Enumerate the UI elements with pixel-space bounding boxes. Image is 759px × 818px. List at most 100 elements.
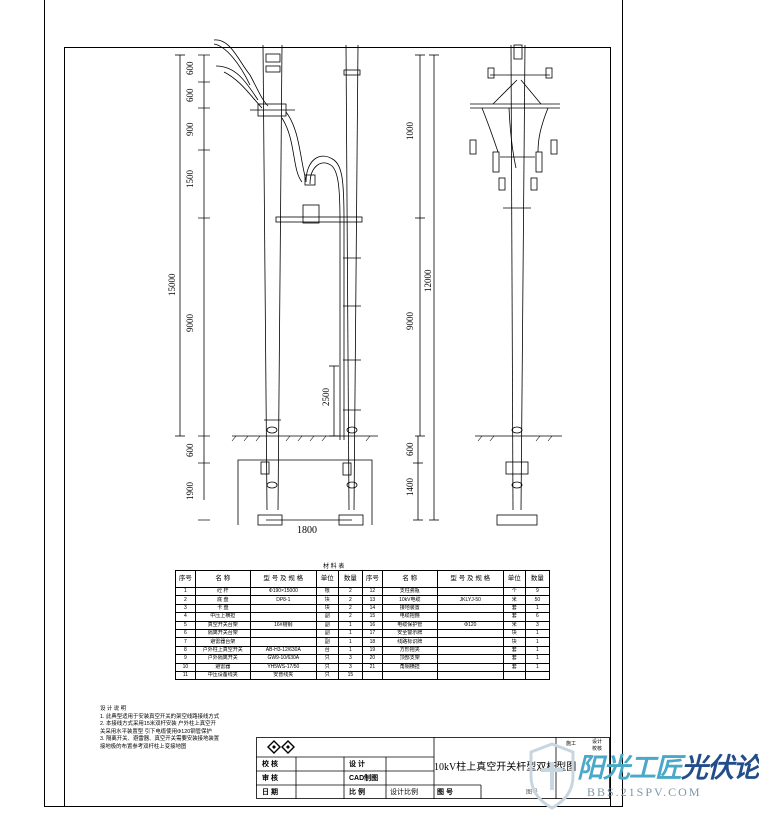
dim-mid-4: 2500 bbox=[321, 388, 331, 407]
materials-cell: YH5WS-17/50 bbox=[249, 662, 317, 672]
materials-cell: 1 bbox=[175, 586, 196, 597]
materials-cell: 9 bbox=[175, 654, 196, 664]
materials-cell: 12 bbox=[361, 586, 383, 597]
dim-left-1: 600 bbox=[185, 61, 195, 75]
materials-cell bbox=[436, 637, 504, 647]
materials-cell: 副 bbox=[315, 620, 339, 630]
dim-mid-2: 12000 bbox=[423, 269, 433, 292]
check-label: 校 核 bbox=[262, 761, 278, 768]
materials-cell: 真空开关台架 bbox=[194, 620, 251, 630]
dim-mid-3: 9000 bbox=[405, 312, 415, 331]
materials-cell: 16 bbox=[361, 620, 383, 630]
scale-value: 设计比例 bbox=[390, 789, 418, 796]
materials-cell: 块 bbox=[502, 637, 526, 647]
materials-cell: 19 bbox=[361, 645, 383, 656]
materials-cell: 个 bbox=[502, 586, 526, 597]
materials-cell: 线路标识牌 bbox=[381, 637, 438, 647]
materials-cell: GW9-10/630A bbox=[249, 654, 317, 664]
review-label: 审 核 bbox=[262, 775, 278, 782]
materials-cell: 卡 盘 bbox=[194, 603, 251, 614]
materials-cell: 只 bbox=[315, 662, 339, 672]
materials-cell: 16#槽钢 bbox=[249, 620, 317, 630]
materials-cell: 15 bbox=[337, 670, 363, 681]
side-label-2: 设计 bbox=[592, 739, 603, 745]
materials-cell: 套 bbox=[502, 654, 526, 664]
materials-cell: 1 bbox=[524, 654, 551, 664]
notes-heading: 设 计 说 明 bbox=[100, 706, 127, 712]
date-label: 日 期 bbox=[262, 789, 278, 796]
materials-header-cell: 名 称 bbox=[194, 570, 251, 588]
materials-cell: AB-H3-12/630A bbox=[249, 645, 317, 656]
materials-cell: 块 bbox=[502, 628, 526, 639]
materials-cell: 4 bbox=[175, 612, 196, 622]
materials-cell bbox=[524, 670, 551, 681]
drawing-title: 10kV柱上真空开关杆型双杆型图 bbox=[434, 762, 577, 773]
materials-cell: 1 bbox=[524, 662, 551, 672]
materials-cell: 10 bbox=[175, 662, 196, 672]
title-block-lines bbox=[256, 737, 610, 799]
title-block: 校 核 设 计 审 核 CAD制图 日 期 比 例 设计比例 图 号 10kV柱… bbox=[256, 737, 611, 799]
side-label-1: 施工 bbox=[566, 741, 577, 747]
materials-cell: 副 bbox=[315, 637, 339, 647]
materials-cell bbox=[436, 612, 504, 622]
materials-header-cell: 单位 bbox=[315, 570, 339, 588]
materials-cell: 2 bbox=[175, 595, 196, 605]
materials-cell: 3 bbox=[337, 654, 363, 664]
materials-cell: 只 bbox=[315, 654, 339, 664]
materials-cell: 根 bbox=[315, 586, 339, 597]
materials-cell bbox=[381, 670, 438, 681]
materials-title: 材 料 表 bbox=[323, 564, 345, 570]
materials-cell: DP8-1 bbox=[249, 595, 317, 605]
materials-cell: 17 bbox=[361, 628, 383, 639]
materials-cell: 台 bbox=[315, 645, 339, 656]
materials-cell bbox=[436, 670, 504, 681]
materials-header-cell: 序号 bbox=[175, 570, 196, 588]
materials-cell: 接地装置 bbox=[381, 603, 438, 614]
materials-cell: 副 bbox=[315, 628, 339, 639]
notes-line: 接地极的布置参考双杆柱上变接地图 bbox=[100, 743, 187, 750]
materials-cell bbox=[436, 662, 504, 672]
materials-cell: 中压设备线夹 bbox=[194, 670, 251, 681]
materials-cell bbox=[436, 628, 504, 639]
materials-cell bbox=[436, 645, 504, 656]
materials-header-cell: 型 号 及 规 格 bbox=[249, 570, 317, 588]
notes-line: 关采用水平装置型 引下电缆使用Φ120钢管保护 bbox=[100, 728, 212, 735]
materials-cell: 18 bbox=[361, 637, 383, 647]
materials-cell: 15 bbox=[361, 612, 383, 622]
materials-cell: 方形抱夹 bbox=[381, 645, 438, 656]
dim-left-4: 1500 bbox=[185, 170, 195, 189]
materials-cell: 10kV电缆 bbox=[381, 595, 438, 605]
materials-cell: 避雷器 bbox=[194, 662, 251, 672]
materials-cell bbox=[436, 586, 504, 597]
materials-cell: 安普线夹 bbox=[249, 670, 317, 681]
design-label: 设 计 bbox=[349, 761, 365, 768]
side-label-3: 校核 bbox=[592, 746, 603, 752]
materials-cell: 1 bbox=[524, 645, 551, 656]
materials-cell: 20 bbox=[361, 654, 383, 664]
materials-cell: 米 bbox=[502, 595, 526, 605]
materials-cell: 支柱瓷瓶 bbox=[381, 586, 438, 597]
materials-cell: 14 bbox=[361, 603, 383, 614]
materials-cell: 底 盘 bbox=[194, 595, 251, 605]
materials-cell bbox=[249, 612, 317, 622]
materials-cell: 5 bbox=[175, 620, 196, 630]
materials-cell: 1 bbox=[524, 628, 551, 639]
drawing-no-label: 图 号 bbox=[437, 789, 453, 796]
materials-cell bbox=[249, 628, 317, 639]
materials-cell: Φ190×15000 bbox=[249, 586, 317, 597]
materials-header-row: 序号名 称型 号 及 规 格单位数量序号名 称型 号 及 规 格单位数量 bbox=[175, 570, 551, 588]
materials-cell: 21 bbox=[361, 662, 383, 672]
materials-cell: 顶部支架 bbox=[381, 654, 438, 664]
materials-cell: 3 bbox=[524, 620, 551, 630]
notes-line: 2. 本接线方式采用15米双杆安装 户外柱上真空开 bbox=[100, 721, 216, 728]
materials-cell: 13 bbox=[361, 595, 383, 605]
materials-cell bbox=[502, 670, 526, 681]
drawing-frame bbox=[64, 47, 611, 807]
materials-cell: 2 bbox=[337, 612, 363, 622]
materials-header-cell: 数量 bbox=[337, 570, 363, 588]
